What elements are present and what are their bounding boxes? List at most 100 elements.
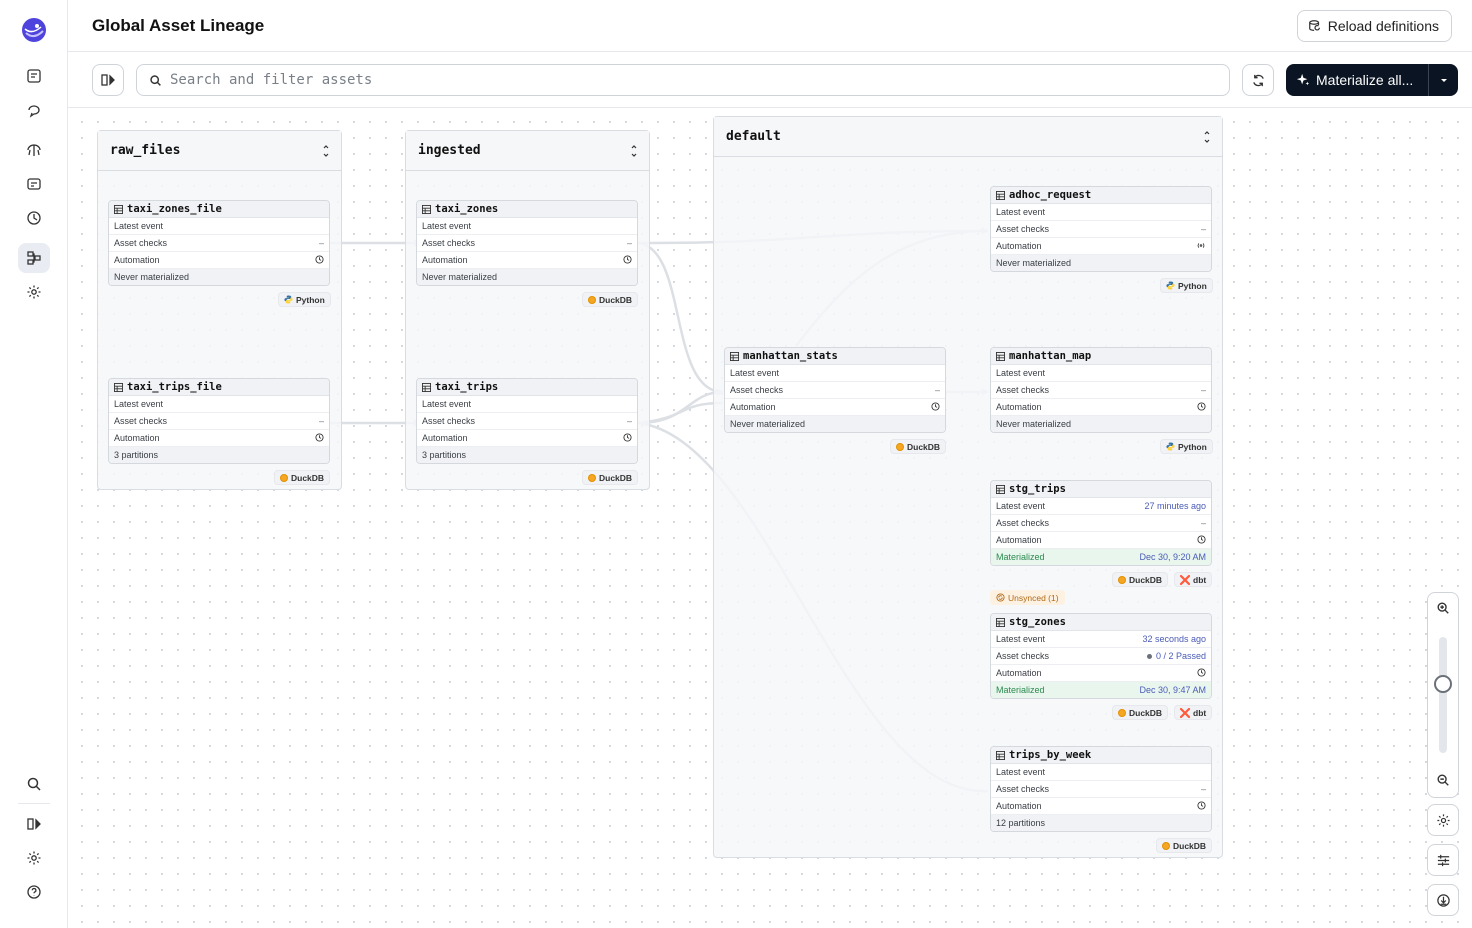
collapse-group-icon[interactable] <box>629 144 639 157</box>
asset-name[interactable]: taxi_zones_file <box>127 203 222 215</box>
layout-options-button[interactable] <box>1427 844 1459 876</box>
jobs-icon <box>27 178 41 190</box>
materialize-all-button[interactable]: Materialize all... <box>1286 64 1458 96</box>
refresh-button[interactable] <box>1242 64 1274 96</box>
asset-name[interactable]: stg_trips <box>1009 483 1066 495</box>
nav-assets-button[interactable] <box>18 135 50 165</box>
automation-label: Automation <box>996 241 1042 251</box>
nav-overview-button[interactable] <box>18 61 50 91</box>
asset-checks-label: Asset checks <box>730 385 784 395</box>
automation-indicator[interactable] <box>1196 241 1206 252</box>
table-icon <box>114 382 123 392</box>
asset-checks-value[interactable]: 0 / 2 Passed <box>1146 651 1206 661</box>
asset-name[interactable]: taxi_trips <box>435 381 499 393</box>
search-input[interactable] <box>170 72 1170 88</box>
clock-icon <box>1197 800 1206 810</box>
automation-indicator[interactable] <box>1197 667 1206 679</box>
asset-name[interactable]: trips_by_week <box>1009 749 1092 761</box>
edge-trips-to-stats <box>637 390 724 425</box>
group-title: raw_files <box>110 143 181 158</box>
latest-event-label: Latest event <box>730 368 780 378</box>
zoom-slider-handle[interactable] <box>1434 675 1452 693</box>
asset-node-manhattan-map[interactable]: manhattan_map Latest event Asset checks–… <box>990 347 1212 433</box>
zoom-out-button[interactable] <box>1436 773 1450 792</box>
asset-node-trips-by-week[interactable]: trips_by_week Latest event Asset checks–… <box>990 746 1212 832</box>
automation-indicator[interactable] <box>1197 401 1206 413</box>
collapse-group-icon[interactable] <box>321 144 331 157</box>
materialize-dropdown-button[interactable] <box>1428 64 1458 96</box>
search-icon <box>27 777 41 791</box>
nav-search-button[interactable] <box>18 769 50 799</box>
nav-jobs-button[interactable] <box>18 169 50 199</box>
search-icon <box>150 74 161 86</box>
automation-indicator[interactable] <box>315 432 324 444</box>
edge-trips-to-stats-2 <box>637 401 724 425</box>
duckdb-icon <box>896 442 904 451</box>
asset-node-taxi-trips-file[interactable]: taxi_trips_file Latest event Asset check… <box>108 378 330 464</box>
unsynced-badge[interactable]: Unsynced (1) <box>990 590 1065 605</box>
latest-event-value[interactable]: 32 seconds ago <box>1142 634 1206 644</box>
nav-lineage-button[interactable] <box>18 243 50 273</box>
nav-user-settings-button[interactable] <box>18 843 50 873</box>
collapse-group-icon[interactable] <box>1202 130 1212 143</box>
nav-collapse-button[interactable] <box>18 809 50 839</box>
automation-indicator[interactable] <box>623 432 632 444</box>
edge-zones-to-stats <box>637 241 724 394</box>
automation-indicator[interactable] <box>315 254 324 266</box>
lineage-canvas[interactable]: raw_files ingested default taxi_zones_fi… <box>68 108 1472 928</box>
automation-indicator[interactable] <box>931 401 940 413</box>
automation-indicator[interactable] <box>1197 534 1206 546</box>
asset-name[interactable]: adhoc_request <box>1009 189 1092 201</box>
zoom-in-icon <box>1437 602 1449 614</box>
automation-indicator[interactable] <box>1197 800 1206 812</box>
automation-indicator[interactable] <box>623 254 632 266</box>
nav-schedules-button[interactable] <box>18 203 50 233</box>
duckdb-icon <box>1118 575 1126 584</box>
python-icon <box>284 295 293 304</box>
dbt-icon <box>1180 707 1190 718</box>
asset-checks-label: Asset checks <box>996 518 1050 528</box>
asset-checks-label: Asset checks <box>996 651 1050 661</box>
nav-deployment-button[interactable] <box>18 277 50 307</box>
asset-name[interactable]: stg_zones <box>1009 616 1066 628</box>
asset-name[interactable]: manhattan_stats <box>743 350 838 362</box>
asset-checks-value: – <box>1200 518 1206 528</box>
duckdb-icon <box>1162 841 1170 850</box>
latest-event-value[interactable]: 27 minutes ago <box>1144 501 1206 511</box>
materialization-status: Never materialized <box>109 269 329 285</box>
python-kind-tag: Python <box>1160 278 1213 293</box>
latest-event-label: Latest event <box>114 221 164 231</box>
group-title: default <box>726 129 781 144</box>
table-icon <box>114 204 123 214</box>
toggle-sidebar-button[interactable] <box>92 64 124 96</box>
nav-runs-button[interactable] <box>18 95 50 125</box>
clock-icon <box>1197 534 1206 544</box>
search-bar[interactable] <box>136 64 1230 96</box>
zoom-in-button[interactable] <box>1436 601 1450 620</box>
asset-node-taxi-trips[interactable]: taxi_trips Latest event Asset checks– Au… <box>416 378 638 464</box>
clock-icon <box>1197 401 1206 411</box>
automation-label: Automation <box>996 668 1042 678</box>
zoom-slider-track[interactable] <box>1439 637 1447 753</box>
asset-name[interactable]: taxi_trips_file <box>127 381 222 393</box>
nav-help-button[interactable] <box>18 877 50 907</box>
asset-checks-value: – <box>318 238 324 248</box>
asset-node-adhoc-request[interactable]: adhoc_request Latest event Asset checks–… <box>990 186 1212 272</box>
schedules-icon <box>27 211 41 225</box>
dagster-logo-icon[interactable] <box>20 16 48 44</box>
graph-settings-button[interactable] <box>1427 804 1459 836</box>
download-button[interactable] <box>1427 884 1459 916</box>
duckdb-icon <box>588 473 596 482</box>
asset-node-taxi-zones-file[interactable]: taxi_zones_file Latest event Asset check… <box>108 200 330 286</box>
asset-node-taxi-zones[interactable]: taxi_zones Latest event Asset checks– Au… <box>416 200 638 286</box>
zoom-control[interactable] <box>1427 592 1459 798</box>
asset-node-manhattan-stats[interactable]: manhattan_stats Latest event Asset check… <box>724 347 946 433</box>
automation-label: Automation <box>422 255 468 265</box>
asset-name[interactable]: taxi_zones <box>435 203 499 215</box>
asset-name[interactable]: manhattan_map <box>1009 350 1092 362</box>
reload-definitions-button[interactable]: Reload definitions <box>1296 10 1452 42</box>
